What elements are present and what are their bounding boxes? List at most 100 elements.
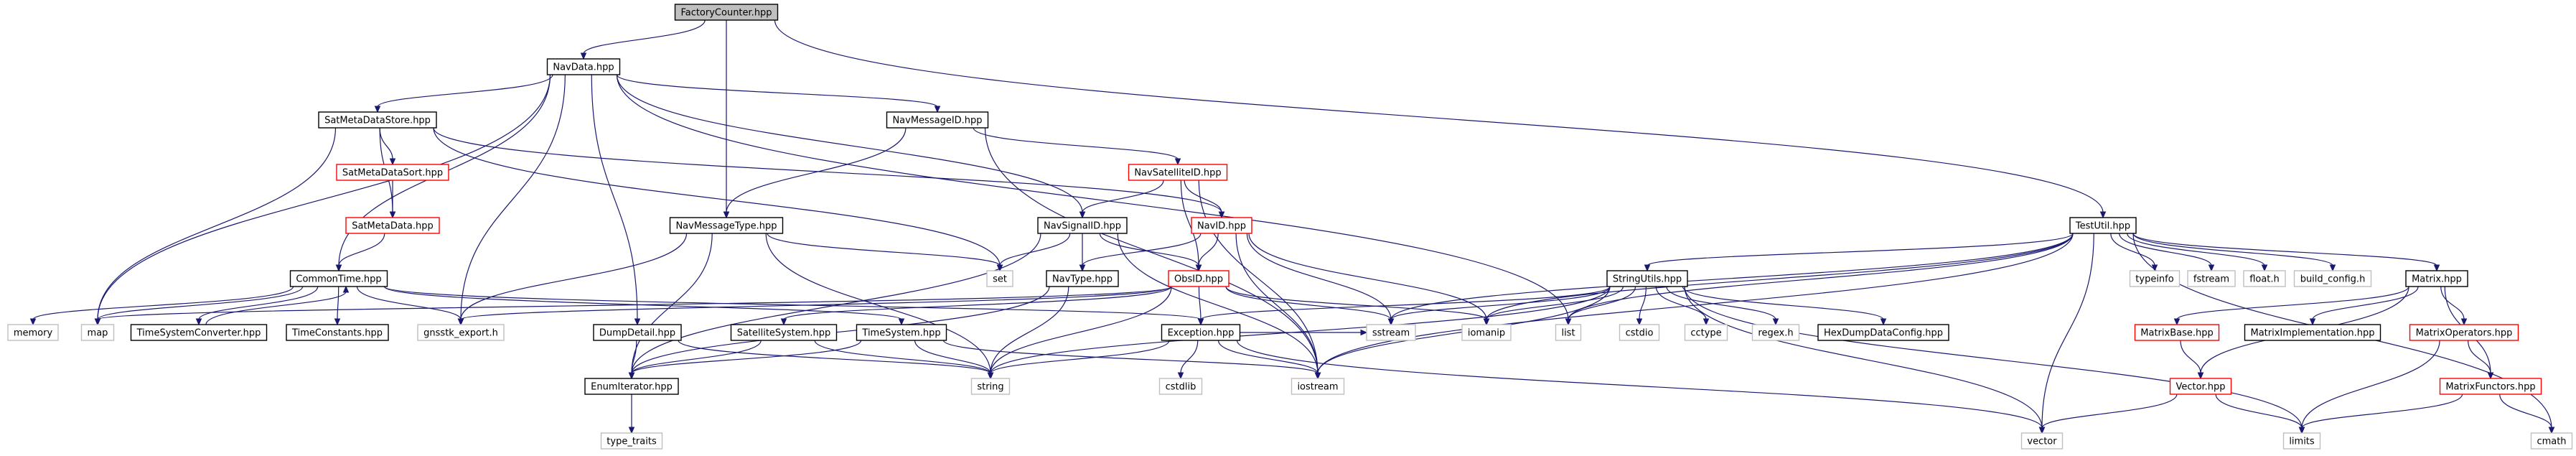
node-obsid[interactable]: ObsID.hpp <box>1168 270 1230 287</box>
edge-testutil-to-list <box>1568 233 2074 320</box>
edge-layer <box>29 19 2555 434</box>
edge-arrowhead <box>2197 372 2204 380</box>
edge-satmetadata-to-commontime <box>338 233 385 266</box>
node-label: Matrix.hpp <box>2412 274 2462 285</box>
edge-obsid-to-sstream <box>1225 286 1392 320</box>
node-label: HexDumpDataConfig.hpp <box>1824 328 1943 339</box>
edge-vectorhpp-to-limits <box>2215 394 2303 429</box>
node-satmetadata[interactable]: SatMetaData.hpp <box>345 217 440 234</box>
node-vector: vector <box>2020 432 2064 450</box>
edge-stringutils-to-hexdumpdataconfig <box>1682 286 1884 320</box>
edge-navid-to-iostream <box>1235 233 1319 374</box>
node-box <box>674 4 779 21</box>
edge-navmessageid-to-iostream <box>984 127 1319 374</box>
edge-arrowhead <box>94 318 101 326</box>
node-box <box>2405 270 2468 287</box>
node-label: typeinfo <box>2135 274 2173 285</box>
edge-satellitesystem-to-string <box>814 340 991 374</box>
node-label: MatrixImplementation.hpp <box>2250 328 2374 339</box>
edge-arrowhead <box>1772 318 1779 326</box>
edge-stringutils-to-limits <box>1684 286 2303 429</box>
node-matrixoperators[interactable]: MatrixOperators.hpp <box>2409 324 2519 341</box>
edge-stringutils-to-vector <box>1684 286 2043 429</box>
node-label: SatelliteSystem.hpp <box>737 328 831 339</box>
node-stringutils[interactable]: StringUtils.hpp <box>1606 270 1688 287</box>
node-label: NavType.hpp <box>1052 274 1113 285</box>
node-enumiterator[interactable]: EnumIterator.hpp <box>584 378 679 395</box>
edge-navdata-to-map <box>97 74 551 320</box>
edge-matrixoperators-to-matrixfunctors <box>2467 340 2491 374</box>
node-label: TimeSystem.hpp <box>861 328 940 339</box>
edge-stringutils-to-list <box>1568 286 1636 320</box>
node-gnsstkexport: gnsstk_export.h <box>417 324 505 341</box>
edge-arrowhead <box>1314 372 1321 380</box>
node-label: ObsID.hpp <box>1174 274 1223 285</box>
node-box <box>1291 378 1345 395</box>
node-matrixfunctors[interactable]: MatrixFunctors.hpp <box>2439 378 2542 395</box>
node-label: NavSatelliteID.hpp <box>1134 168 1221 179</box>
node-label: SatMetaDataStore.hpp <box>324 116 431 126</box>
node-label: iostream <box>1297 382 1338 393</box>
node-matriximplementation[interactable]: MatrixImplementation.hpp <box>2244 324 2381 341</box>
node-satmetadatasort[interactable]: SatMetaDataSort.hpp <box>336 164 449 181</box>
node-box <box>130 324 268 341</box>
node-testutil[interactable]: TestUtil.hpp <box>2069 217 2137 234</box>
edge-testutil-to-typeinfo <box>2110 233 2155 266</box>
node-cctype: cctype <box>1684 324 1728 341</box>
node-matrixbase[interactable]: MatrixBase.hpp <box>2134 324 2220 341</box>
node-timeconstants[interactable]: TimeConstants.hpp <box>286 324 389 341</box>
node-exception[interactable]: Exception.hpp <box>1161 324 1241 341</box>
edge-matrixbase-to-vectorhpp <box>2180 340 2201 374</box>
node-navsignalid[interactable]: NavSignalID.hpp <box>1037 217 1128 234</box>
node-navid[interactable]: NavID.hpp <box>1191 217 1252 234</box>
node-label: Vector.hpp <box>2175 382 2225 393</box>
node-label: list <box>1561 328 1575 339</box>
node-box <box>7 324 59 341</box>
node-timesystem[interactable]: TimeSystem.hpp <box>856 324 947 341</box>
edge-exception-to-vector <box>1236 340 2043 429</box>
edge-matrix-to-matriximplementation <box>2312 286 2419 320</box>
edge-commontime-to-exception <box>383 286 1202 320</box>
edge-stringutils-to-iomanip <box>1486 286 1624 320</box>
node-factorycounter[interactable]: FactoryCounter.hpp <box>674 4 779 21</box>
edge-timesystem-to-iostream <box>942 340 1319 374</box>
node-hexdumpdataconfig[interactable]: HexDumpDataConfig.hpp <box>1817 324 1949 341</box>
edge-stringutils-to-sstream <box>1390 286 1611 320</box>
node-navmessageid[interactable]: NavMessageID.hpp <box>886 111 989 129</box>
edge-matrixfunctors-to-cmath <box>2499 394 2552 429</box>
edge-timesystem-to-string <box>914 340 991 374</box>
node-dumpdetail[interactable]: DumpDetail.hpp <box>593 324 682 341</box>
node-timesystemconverter[interactable]: TimeSystemConverter.hpp <box>130 324 268 341</box>
edge-obsid-to-satellitesystem <box>783 286 1172 320</box>
node-navdata[interactable]: NavData.hpp <box>546 58 621 75</box>
edge-arrowhead <box>2208 264 2215 272</box>
edge-testutil-to-matrix <box>2132 233 2437 266</box>
node-box <box>1161 324 1241 341</box>
edge-testutil-to-iostream <box>1317 233 2074 374</box>
node-commontime[interactable]: CommonTime.hpp <box>289 270 388 287</box>
edge-satmetadatastore-to-map <box>97 127 337 320</box>
node-navmessagetype[interactable]: NavMessageType.hpp <box>669 217 784 234</box>
node-vectorhpp[interactable]: Vector.hpp <box>2169 378 2232 395</box>
node-navsatelliteid[interactable]: NavSatelliteID.hpp <box>1128 164 1228 181</box>
edge-arrowhead <box>2460 318 2468 326</box>
edge-arrowhead <box>780 318 787 326</box>
edge-testutil-to-floath <box>2127 233 2265 266</box>
node-satmetadatastore[interactable]: SatMetaDataStore.hpp <box>318 111 437 129</box>
node-box <box>1817 324 1949 341</box>
edge-navsatelliteid-to-navsignalid <box>1082 180 1164 213</box>
node-box <box>986 270 1013 287</box>
node-label: SatMetaDataSort.hpp <box>342 168 443 179</box>
edge-navid-to-iomanip <box>1248 233 1487 320</box>
node-navtype[interactable]: NavType.hpp <box>1046 270 1119 287</box>
edge-arrowhead <box>1197 318 1204 326</box>
node-box <box>856 324 947 341</box>
node-box <box>2069 217 2137 234</box>
node-satellitesystem[interactable]: SatelliteSystem.hpp <box>730 324 838 341</box>
edge-arrowhead <box>1079 211 1086 219</box>
node-memory: memory <box>7 324 59 341</box>
node-matrix[interactable]: Matrix.hpp <box>2405 270 2468 287</box>
node-label: TestUtil.hpp <box>2075 221 2130 232</box>
node-box <box>2293 270 2372 287</box>
node-label: cmath <box>2537 437 2566 447</box>
